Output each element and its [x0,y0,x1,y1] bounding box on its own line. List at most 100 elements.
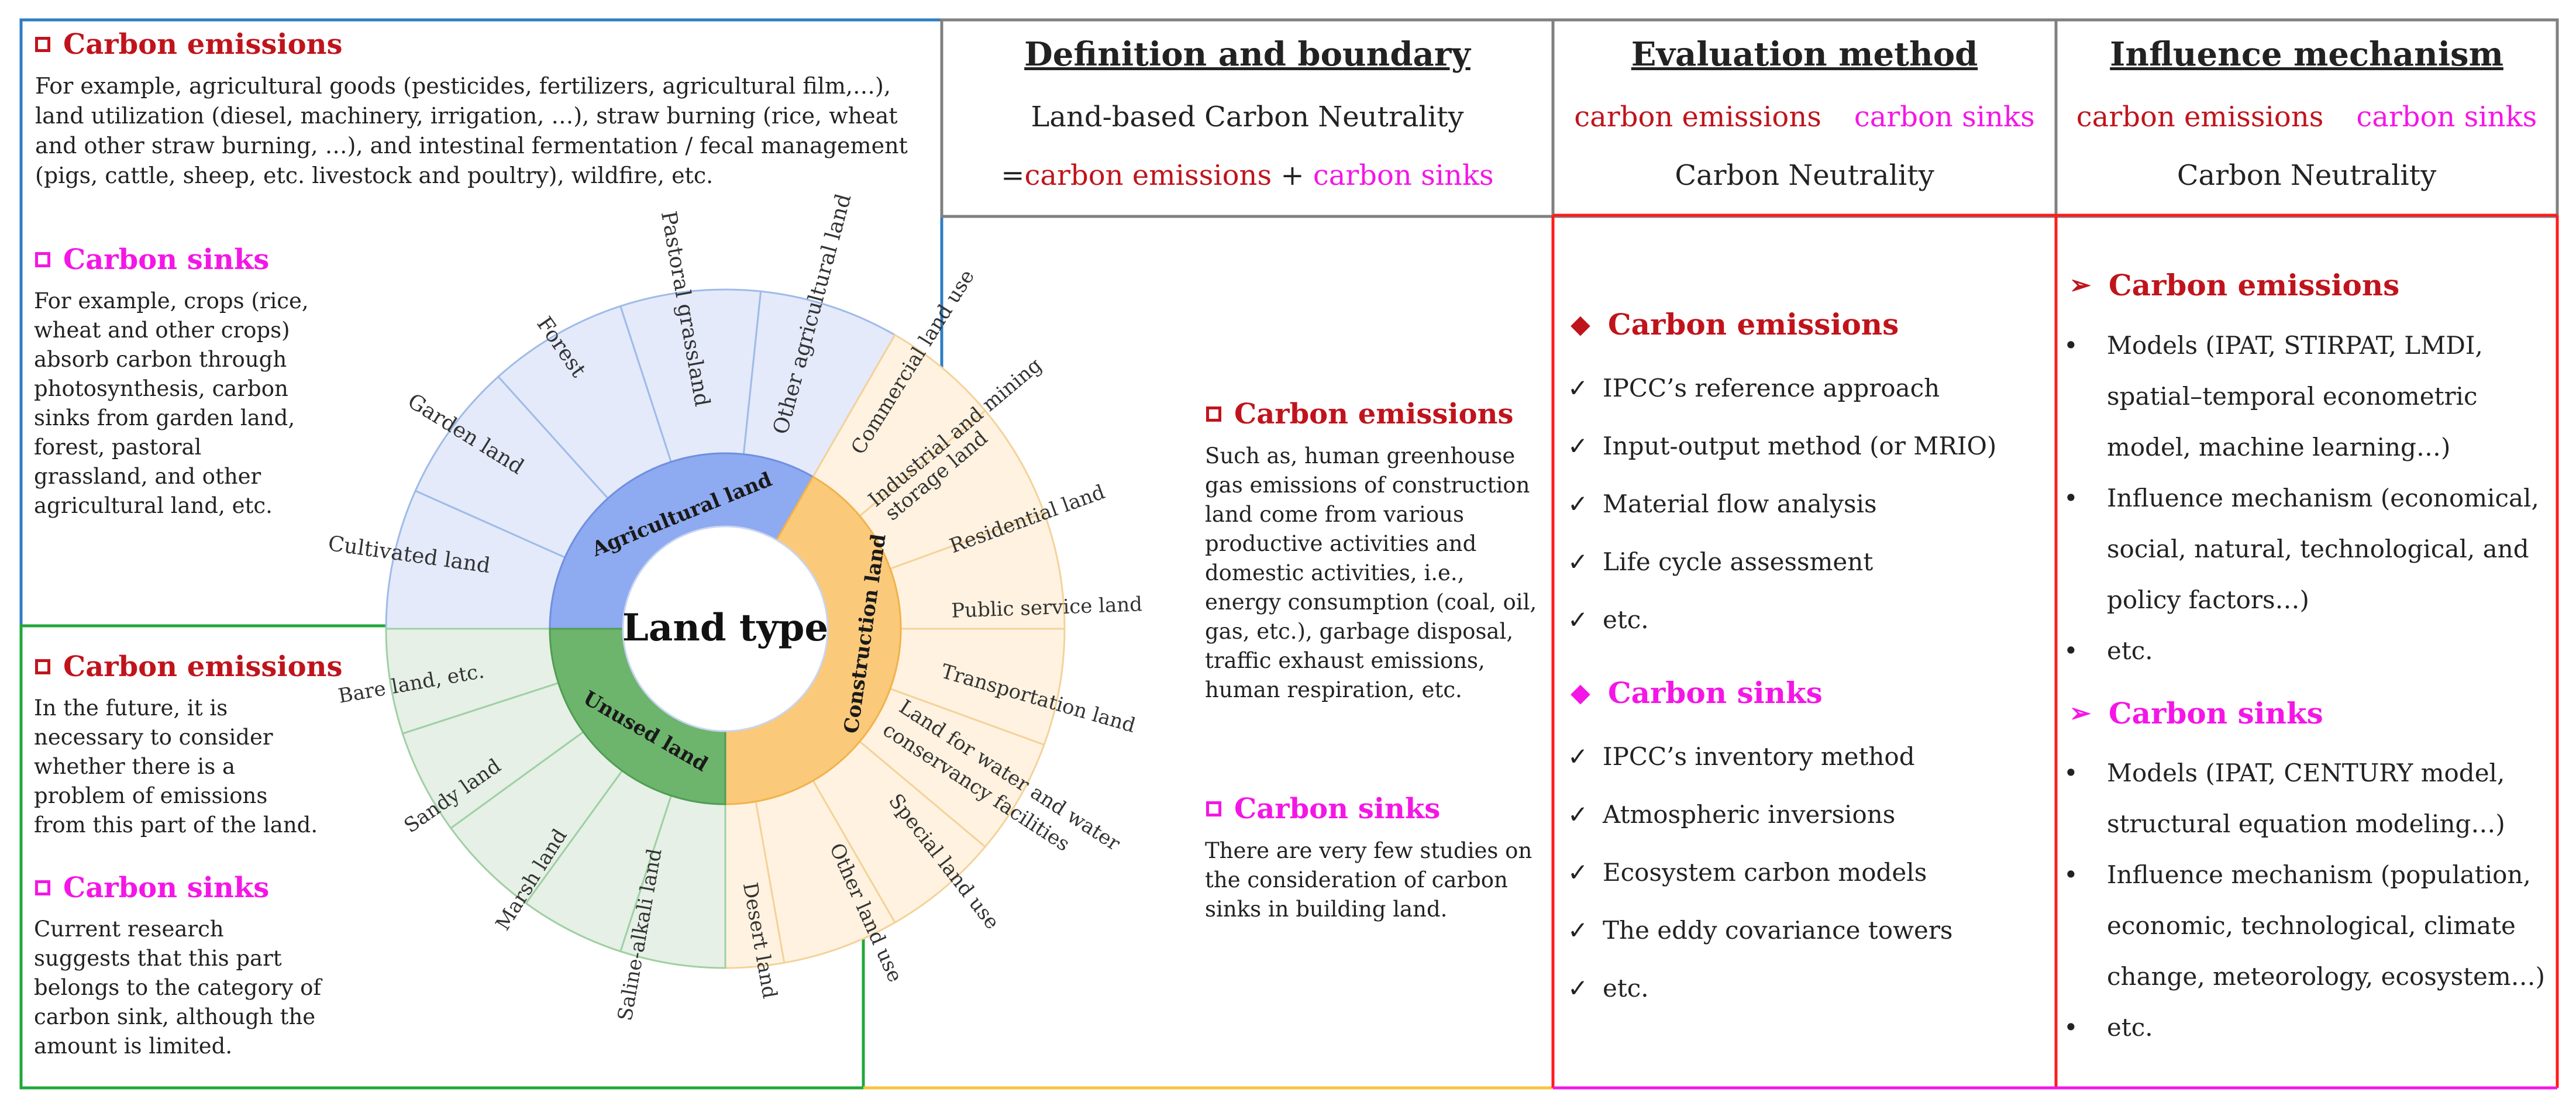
square-icon [1206,406,1221,422]
evaluation-sinks-heading: ◆ Carbon sinks [1571,676,1823,710]
bullet-icon: • [2064,484,2078,512]
evaluation-title: Evaluation method [1631,35,1978,74]
equation-emissions: carbon emissions [1024,159,1272,192]
wheel-center-disc [622,525,829,732]
evaluation-sinks-head: Carbon sinks [1607,676,1823,710]
list-item: ✓etc. [1568,959,1952,1017]
check-icon: ✓ [1568,432,1589,460]
influence-title: Influence mechanism [2110,35,2503,74]
list-item-label: Material flow analysis [1603,490,1877,518]
definition-title: Definition and boundary [1024,35,1470,74]
list-item: • etc. [2064,625,2552,676]
bullet-icon: • [2064,1013,2078,1042]
list-item-label: IPCC’s reference approach [1603,374,1940,402]
check-icon: ✓ [1568,742,1589,771]
influence-emissions-tag: carbon emissions [2076,101,2324,133]
list-item: ✓ Atmospheric inversions [1568,785,1952,843]
definition-line1: Land-based Carbon Neutrality [1031,101,1464,133]
list-item: ✓Ecosystem carbon models [1568,843,1952,901]
equation-plus: + [1272,159,1313,192]
construction-emissions-text: Such as, human greenhouse gas emissions … [1205,443,1537,702]
list-item: •Models (IPAT, STIRPAT, LMDI, spatial–te… [2064,320,2552,473]
evaluation-emissions-tag: carbon emissions [1574,101,1821,133]
evaluation-emissions-list: ✓ IPCC’s reference approach ✓ Input-output… [1568,359,1996,649]
square-icon [35,37,50,52]
list-item-label: etc. [1603,605,1649,634]
wheel-center-label: Land type [622,606,828,650]
arrow-icon: ➢ [2069,698,2091,728]
check-icon: ✓ [1568,800,1589,829]
construction-sinks-title: Carbon sinks [1234,793,1441,825]
equation-sinks: carbon sinks [1313,159,1494,192]
list-item-label: Input-output method (or MRIO) [1603,432,1997,460]
evaluation-line1: carbon emissions carbon sinks [1553,101,2056,133]
list-item-label: Life cycle assessment [1603,547,1874,576]
list-item-label: Influence mechanism (population, economi… [2107,860,2546,991]
agri-sinks-title: Carbon sinks [63,243,270,276]
bullet-icon: • [2064,636,2078,665]
diamond-icon: ◆ [1571,309,1590,339]
construction-sinks-heading: Carbon sinks [1206,793,1440,825]
influence-emissions-list: •Models (IPAT, STIRPAT, LMDI, spatial–te… [2064,320,2552,676]
list-item: ✓ Material flow analysis [1568,475,1996,533]
list-item-label: etc. [2107,1013,2153,1042]
square-icon [35,659,50,674]
list-item: • etc. [2064,1002,2555,1053]
influence-sinks-head: Carbon sinks [2108,696,2323,731]
agri-emissions-title: Carbon emissions [63,28,343,61]
list-item: ✓ etc. [1568,591,1996,649]
square-icon [35,252,50,267]
unused-sinks-title: Carbon sinks [63,871,270,904]
check-icon: ✓ [1568,490,1589,518]
evaluation-sinks-tag: carbon sinks [1854,101,2035,133]
evaluation-sinks-list: ✓ IPCC’s inventory method ✓ Atmospheric in… [1568,728,1952,1017]
list-item: •Models (IPAT, CENTURY model, structural… [2064,747,2555,849]
influence-line1: carbon emissions carbon sinks [2056,101,2557,133]
unused-emissions-text: In the future, it is necessary to consid… [34,695,318,838]
list-item: ✓ Input-output method (or MRIO) [1568,417,1996,475]
list-item: ✓ Life cycle assessment [1568,533,1996,591]
check-icon: ✓ [1568,374,1589,402]
influence-emissions-head: Carbon emissions [2108,268,2400,302]
evaluation-emissions-head: Carbon emissions [1607,307,1899,342]
list-item: ✓ IPCC’s reference approach [1568,359,1996,417]
unused-emissions-heading: Carbon emissions [35,650,343,683]
list-item-label: IPCC’s inventory method [1603,742,1915,771]
influence-emissions-heading: ➢ Carbon emissions [2069,268,2399,302]
list-item: • Influence mechanism (economical, social… [2064,473,2552,625]
evaluation-neutrality: Carbon Neutrality [1675,159,1934,192]
bullet-icon: • [2064,331,2078,360]
agri-sinks-heading: Carbon sinks [35,243,269,276]
list-item-label: Influence mechanism (economical, social,… [2107,484,2539,614]
diamond-icon: ◆ [1571,678,1590,708]
wheel-outer-sectors [385,288,1066,969]
list-item-label: etc. [2107,636,2153,665]
list-item-label: Models (IPAT, CENTURY model, structural … [2107,759,2505,838]
check-icon: ✓ [1568,605,1589,634]
construction-emissions-title: Carbon emissions [1234,398,1514,430]
list-item-label: The eddy covariance towers [1603,916,1953,945]
equation-equals: = [1001,159,1025,192]
list-item-label: Atmospheric inversions [1603,800,1896,829]
check-icon: ✓ [1568,916,1589,945]
list-item: •Influence mechanism (population, econom… [2064,849,2555,1002]
evaluation-emissions-heading: ◆ Carbon emissions [1571,307,1899,342]
unused-emissions-title: Carbon emissions [63,650,343,683]
check-icon: ✓ [1568,858,1589,887]
agri-emissions-heading: Carbon emissions [35,28,343,61]
construction-emissions-heading: Carbon emissions [1206,398,1514,430]
influence-sinks-tag: carbon sinks [2356,101,2537,133]
list-item: ✓ IPCC’s inventory method [1568,728,1952,785]
agri-sinks-text: For example, crops (rice, wheat and othe… [34,288,309,518]
influence-sinks-heading: ➢ Carbon sinks [2069,696,2323,731]
wheel-inner-ring [549,452,902,805]
unused-sinks-text: Current research suggests that this part… [34,917,322,1059]
agri-emissions-text: For example, agricultural goods (pestici… [35,73,908,188]
influence-neutrality: Carbon Neutrality [2176,159,2437,192]
arrow-icon: ➢ [2069,270,2091,300]
list-item: ✓ The eddy covariance towers [1568,901,1952,959]
square-icon [1206,801,1221,816]
definition-equation: =carbon emissions + carbon sinks [942,159,1553,192]
check-icon: ✓ [1568,547,1589,576]
